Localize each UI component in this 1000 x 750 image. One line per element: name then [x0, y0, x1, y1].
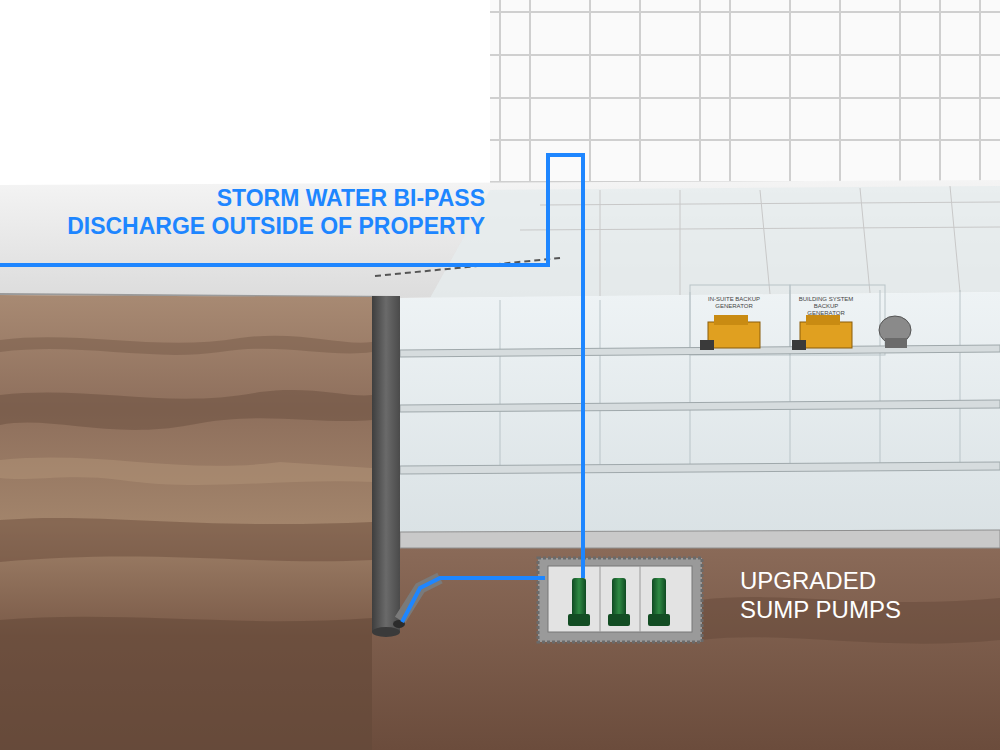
ground-surface	[760, 190, 770, 294]
backup-generators	[714, 315, 748, 325]
soil-section	[0, 295, 372, 750]
ground-surface	[950, 186, 960, 292]
soil-section	[0, 617, 372, 750]
ground-surface	[540, 202, 1000, 205]
sump-pit	[538, 558, 702, 642]
basement-levels	[400, 285, 1000, 548]
basement-levels	[400, 345, 1000, 474]
basement-levels	[500, 285, 960, 470]
soil-section	[0, 458, 372, 485]
soil-section	[0, 390, 372, 430]
backup-generators	[700, 340, 714, 350]
tower-grid	[939, 0, 941, 200]
sump-pit	[600, 566, 601, 632]
backup-generators	[806, 315, 840, 325]
sump-pit	[548, 566, 692, 632]
equipment-tag: IN-SUITE BACKUP GENERATOR	[706, 296, 762, 310]
tower-grid	[589, 0, 591, 200]
basement-levels	[600, 300, 601, 470]
bypass-pipe	[0, 155, 583, 578]
backup-generators	[700, 315, 911, 350]
pump-callout: SUMP PUMPS	[740, 597, 901, 623]
sump-pump	[608, 614, 630, 626]
bypass-pipe	[0, 155, 583, 622]
equipment-tag: BUILDING SYSTEM BACKUP GENERATOR	[797, 296, 855, 317]
soil-section	[0, 518, 372, 562]
tower-grid	[699, 0, 701, 200]
ground-surface	[860, 188, 870, 293]
retaining-wall	[372, 296, 400, 632]
pipe-callout: DISCHARGE OUTSIDE OF PROPERTY	[67, 214, 485, 239]
backup-generators	[792, 340, 806, 350]
backup-generators	[708, 322, 760, 348]
basement-levels	[400, 292, 1000, 548]
tower-grid	[490, 0, 1000, 200]
soil-section	[0, 336, 372, 355]
backup-generators	[800, 322, 852, 348]
tower-grid	[490, 11, 1000, 13]
tower-grid	[490, 0, 1000, 200]
ground-surface	[0, 180, 1000, 298]
basement-levels	[400, 462, 1000, 474]
ground-surface	[0, 180, 1000, 298]
sump-pump	[648, 614, 670, 626]
basement-levels	[400, 400, 1000, 412]
basement-levels	[400, 530, 1000, 548]
soil-section	[372, 548, 1000, 750]
bypass-pipe	[402, 578, 545, 622]
tower-grid	[979, 0, 981, 200]
basement-levels	[790, 285, 885, 355]
sump-pump	[568, 578, 670, 626]
basement-levels	[500, 300, 501, 470]
retaining-wall	[372, 296, 400, 637]
sump-pit	[538, 558, 702, 642]
tower-grid	[490, 54, 1000, 56]
tower-grid	[839, 0, 841, 200]
tower-grid	[729, 0, 731, 200]
basement-levels	[880, 290, 881, 470]
tower-grid	[899, 0, 901, 200]
soil-section	[700, 597, 1000, 644]
pipe-callout: STORM WATER BI-PASS	[217, 186, 485, 211]
pump-callout: UPGRADED	[740, 568, 876, 594]
sump-pump	[568, 614, 590, 626]
basement-levels	[960, 290, 961, 470]
tower-grid	[639, 0, 641, 200]
tower-grid	[490, 97, 1000, 99]
backup-generators	[885, 338, 907, 348]
tower-grid	[499, 0, 501, 200]
ground-surface	[520, 186, 1000, 296]
ground-surface	[600, 190, 601, 296]
tower-grid	[789, 0, 791, 200]
retaining-wall	[372, 627, 400, 637]
drain-pipe	[393, 578, 440, 628]
sump-pit	[640, 566, 641, 632]
ground-surface	[430, 186, 1000, 298]
ground-surface	[680, 190, 681, 295]
basement-levels	[690, 285, 790, 355]
ground-surface	[520, 227, 1000, 230]
tower-grid	[490, 139, 1000, 141]
tower-grid	[529, 0, 531, 200]
